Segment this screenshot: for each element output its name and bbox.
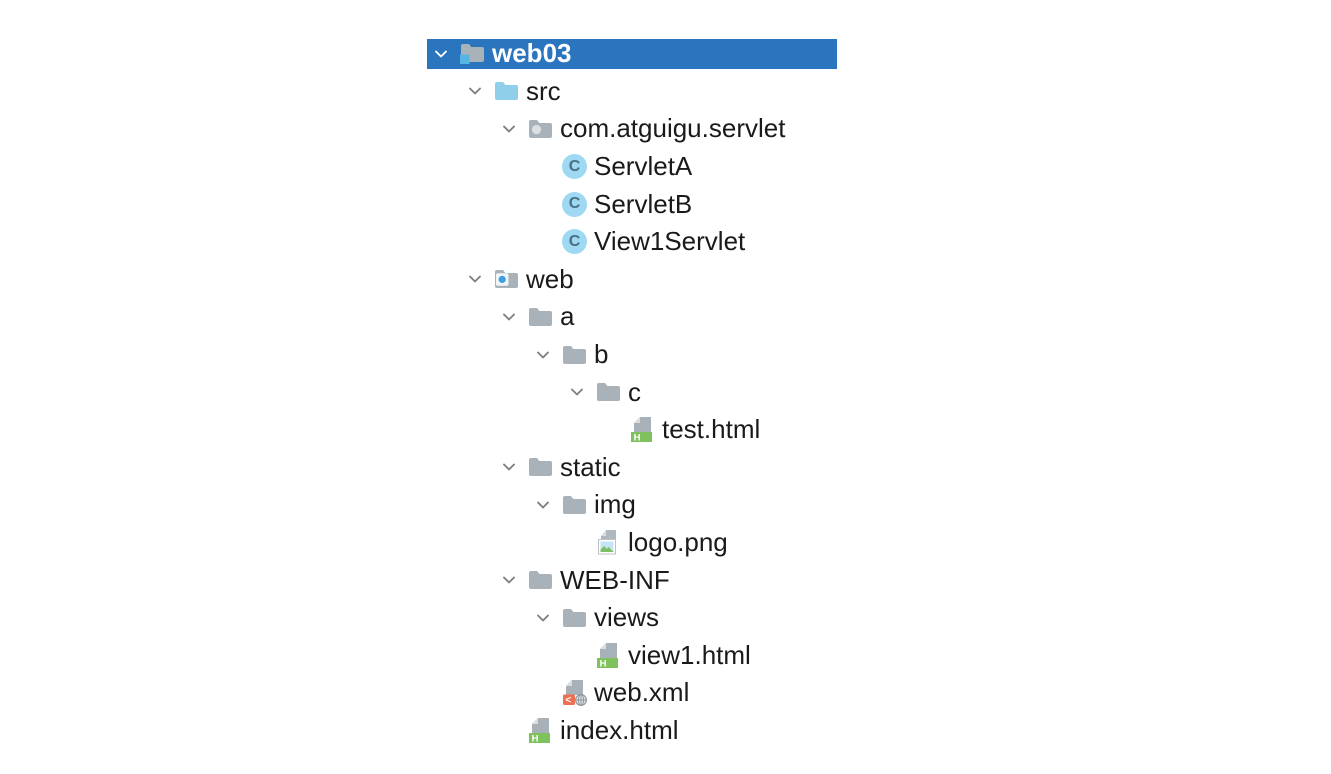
tree-item-label: web [526,263,574,294]
tree-item-label: a [560,301,575,332]
tree-item-label: c [628,376,641,407]
chevron-down-icon[interactable] [534,346,552,364]
tree-item-src[interactable]: src [427,73,785,111]
chevron-down-icon[interactable] [568,383,586,401]
tree-item-test-html[interactable]: test.html [427,411,785,449]
package-folder-icon [527,118,554,140]
tree-item-servletb[interactable]: C ServletB [427,185,785,223]
sources-root-folder-icon [493,80,520,102]
tree-item-index-html[interactable]: index.html [427,712,785,750]
tree-item-b[interactable]: b [427,336,785,374]
tree-item-logo-png[interactable]: logo.png [427,524,785,562]
chevron-down-icon[interactable] [500,458,518,476]
tree-item-label: view1.html [628,639,751,670]
project-tree: web03 src com.atguigu.servlet C ServletA… [427,35,838,750]
folder-icon [561,494,588,516]
tree-item-label: img [594,489,636,520]
tree-item-web-inf[interactable]: WEB-INF [427,561,785,599]
tree-item-web[interactable]: web [427,261,785,299]
tree-item-a[interactable]: a [427,298,785,336]
chevron-down-icon[interactable] [500,308,518,326]
tree-item-label: test.html [662,414,761,445]
project-folder-icon [459,42,486,65]
folder-icon [561,344,588,366]
tree-item-label: ServletB [594,188,693,219]
tree-item-label: web03 [492,38,572,69]
tree-item-img[interactable]: img [427,486,785,524]
tree-item-label: src [526,75,561,106]
java-class-icon: C [561,191,588,217]
image-file-icon [595,529,622,556]
tree-item-label: static [560,451,621,482]
tree-item-web-xml[interactable]: web.xml [427,674,785,712]
chevron-down-icon[interactable] [466,270,484,288]
chevron-down-icon[interactable] [500,571,518,589]
tree-item-c[interactable]: c [427,373,785,411]
tree-item-label: b [594,339,609,370]
chevron-down-icon[interactable] [534,609,552,627]
tree-item-web03[interactable]: web03 [427,35,838,73]
tree-item-label: WEB-INF [560,564,670,595]
html-file-icon [595,642,622,669]
tree-item-label: ServletA [594,151,693,182]
tree-item-label: com.atguigu.servlet [560,113,786,144]
folder-icon [527,306,554,328]
xml-file-icon [561,679,588,706]
html-file-icon [629,416,656,443]
folder-icon [527,569,554,591]
folder-icon [561,607,588,629]
tree-item-views[interactable]: views [427,599,785,637]
tree-item-com-atguigu-servlet[interactable]: com.atguigu.servlet [427,110,785,148]
chevron-down-icon[interactable] [432,45,450,63]
tree-item-label: views [594,602,660,633]
chevron-down-icon[interactable] [534,496,552,514]
tree-item-label: logo.png [628,527,728,558]
tree-item-label: View1Servlet [594,226,746,257]
tree-item-label: index.html [560,714,679,745]
html-file-icon [527,717,554,744]
tree-item-servleta[interactable]: C ServletA [427,148,785,186]
tree-item-label: web.xml [594,677,690,708]
tree-item-static[interactable]: static [427,449,785,487]
web-root-folder-icon [493,268,520,290]
java-class-icon: C [561,229,588,255]
folder-icon [527,456,554,478]
tree-item-view1-html[interactable]: view1.html [427,637,785,675]
folder-icon [595,381,622,403]
java-class-icon: C [561,154,588,180]
tree-item-view1servlet[interactable]: C View1Servlet [427,223,785,261]
chevron-down-icon[interactable] [500,120,518,138]
chevron-down-icon[interactable] [466,82,484,100]
